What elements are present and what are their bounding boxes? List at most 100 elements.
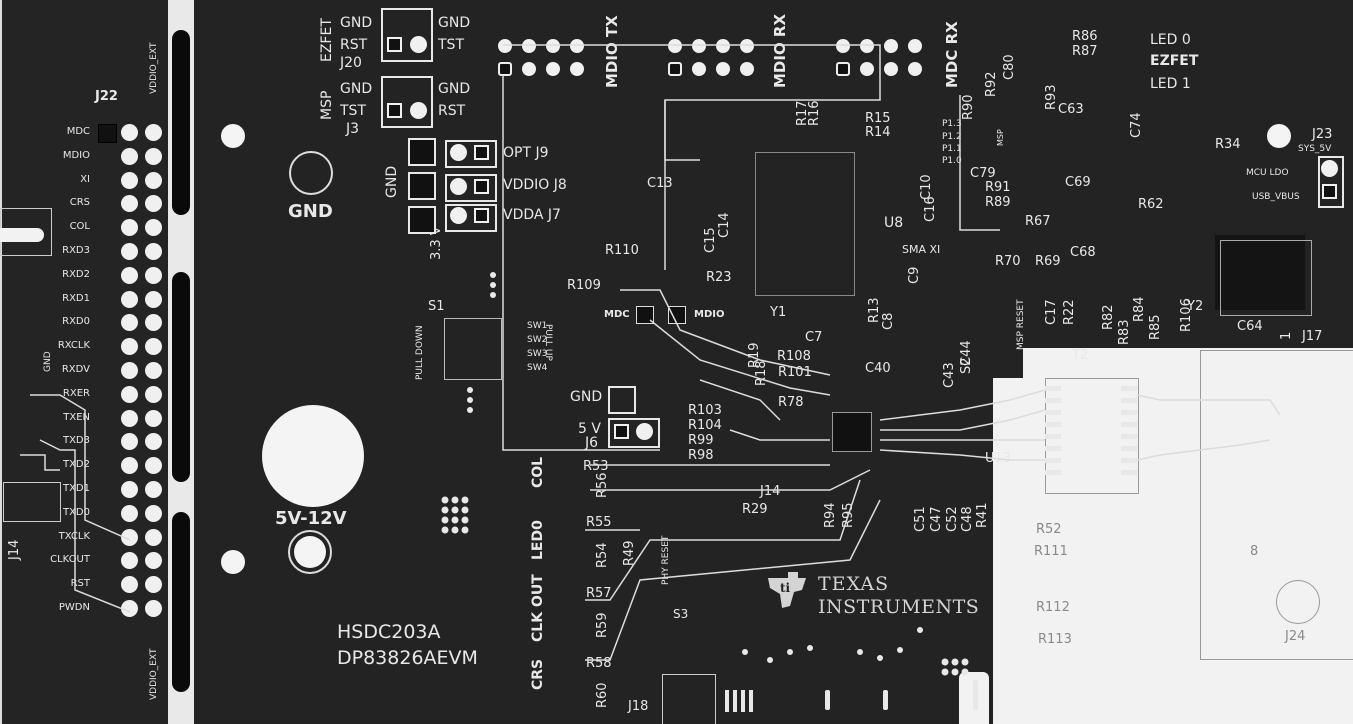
sma-pad bbox=[498, 39, 512, 53]
u8-chip-outline bbox=[755, 152, 855, 296]
sma-pad bbox=[908, 39, 922, 53]
sma-pad bbox=[668, 62, 682, 76]
sma-xi: SMA XI bbox=[902, 243, 941, 256]
j20-pin-tst bbox=[410, 36, 427, 53]
ref-eight: 8 bbox=[1250, 544, 1259, 559]
j23-mcu-ldo: MCU LDO bbox=[1246, 168, 1289, 178]
ref-c69: C69 bbox=[1065, 175, 1091, 190]
j22-pin-label: RXD3 bbox=[62, 245, 90, 256]
ref-c7: C7 bbox=[805, 330, 823, 345]
j22-pin-label: CLKOUT bbox=[50, 554, 90, 566]
s1-sw3: SW3 bbox=[527, 349, 548, 359]
ref-c13: C13 bbox=[647, 176, 673, 191]
sma-pad bbox=[740, 39, 754, 53]
j3-rst: RST bbox=[438, 103, 466, 119]
ref-r57: R57 bbox=[586, 586, 612, 601]
j22-pad-b bbox=[145, 243, 162, 260]
left-panel-border bbox=[0, 0, 2, 724]
sma-pad bbox=[692, 39, 706, 53]
ref-r34: R34 bbox=[1215, 137, 1241, 152]
board-name-1: HSDC203A bbox=[337, 621, 441, 643]
j22-pad-a bbox=[121, 171, 138, 189]
j14-connector bbox=[3, 482, 61, 522]
j22-pad-b bbox=[145, 504, 162, 522]
sma-pad bbox=[884, 62, 898, 76]
sma-pad bbox=[860, 39, 874, 53]
j7-pin1 bbox=[450, 207, 467, 224]
mounting-hole-tl bbox=[221, 124, 245, 148]
j22-pad-b bbox=[145, 147, 162, 165]
j20-gnd-right: GND bbox=[438, 15, 471, 31]
ref-s3: S3 bbox=[673, 607, 689, 621]
j22-pin-label: RXD0 bbox=[62, 316, 90, 328]
ref-r69: R69 bbox=[1035, 254, 1061, 269]
j22-pad-a bbox=[121, 362, 138, 379]
j23-pin2 bbox=[1322, 184, 1337, 199]
board-name-2: DP83826AEVM bbox=[337, 647, 478, 669]
j3-gnd-right: GND bbox=[438, 81, 471, 97]
ref-r53: R53 bbox=[583, 459, 609, 474]
mdc-pad bbox=[636, 306, 654, 324]
j22-pin-label: RXER bbox=[62, 387, 90, 399]
sma-pad bbox=[716, 39, 730, 53]
sma-pad bbox=[522, 62, 536, 76]
j6-pin1 bbox=[614, 424, 629, 439]
j22-pin-label: TXD2 bbox=[62, 459, 90, 471]
j9-outline bbox=[445, 140, 497, 168]
ref-r108: R108 bbox=[777, 349, 811, 364]
j9-pin2 bbox=[474, 145, 489, 160]
j7-outline bbox=[445, 204, 497, 232]
j22-pad-b bbox=[145, 481, 162, 498]
j3-outline bbox=[381, 76, 433, 128]
ref-j14b: J14 bbox=[760, 484, 781, 499]
j23-ref: J23 bbox=[1312, 127, 1333, 142]
sma-pad bbox=[908, 62, 922, 76]
j20-rst: RST bbox=[340, 37, 368, 53]
gnd-pad-2 bbox=[408, 172, 436, 200]
j22-pad-b bbox=[145, 266, 162, 284]
j22-pad-b bbox=[145, 433, 162, 451]
j22-pad-a bbox=[121, 290, 138, 308]
j22-pin-label: RXD2 bbox=[62, 268, 90, 280]
ref-r29: R29 bbox=[742, 502, 768, 517]
ref-r98: R98 bbox=[688, 448, 714, 463]
sma-pad bbox=[570, 39, 584, 53]
j22-pad-a bbox=[121, 600, 138, 617]
j6-ref: J6 bbox=[585, 435, 599, 451]
j22-pad-b bbox=[145, 219, 162, 237]
ref-r15: R15 bbox=[865, 111, 891, 126]
phy-chip bbox=[832, 412, 872, 452]
sma-pad bbox=[884, 39, 898, 53]
j3-tst: TST bbox=[340, 103, 366, 119]
mounting-hole-bl bbox=[221, 550, 245, 574]
j22-pad-a bbox=[121, 504, 138, 522]
ref-r99: R99 bbox=[688, 433, 714, 448]
power-test-point bbox=[288, 530, 332, 574]
j22-pad-b bbox=[145, 552, 162, 570]
c64-outline bbox=[1220, 240, 1312, 316]
ref-c63: C63 bbox=[1058, 102, 1084, 117]
j20-gnd-left: GND bbox=[340, 15, 373, 31]
j22-pin-label: TXEN bbox=[63, 411, 90, 423]
ref-c40: C40 bbox=[865, 361, 891, 376]
j24-hole bbox=[1276, 580, 1320, 624]
j7-label: VDDA J7 bbox=[503, 207, 561, 223]
slot-top bbox=[172, 30, 190, 215]
ti-logo-icon: ti bbox=[764, 570, 810, 614]
j22-pad-b bbox=[145, 362, 162, 379]
j8-pin1 bbox=[450, 178, 467, 195]
j22-pad-b bbox=[145, 528, 162, 546]
j22-pin-label: TXD3 bbox=[62, 435, 90, 447]
ref-c68: C68 bbox=[1070, 245, 1096, 260]
sma-pad bbox=[860, 62, 874, 76]
ref-j17: J17 bbox=[1302, 329, 1323, 344]
ref-r52: R52 bbox=[1036, 522, 1062, 537]
j6-gnd: GND bbox=[570, 389, 603, 405]
j22-pad-a bbox=[121, 457, 138, 475]
power-label: 5V-12V bbox=[275, 508, 347, 529]
s1-sw1: SW1 bbox=[527, 321, 548, 331]
j9-label: OPT J9 bbox=[503, 145, 549, 161]
j20-tst: TST bbox=[438, 37, 464, 53]
j6-pin2 bbox=[636, 423, 653, 440]
ref-t2: T2 bbox=[1072, 348, 1089, 363]
